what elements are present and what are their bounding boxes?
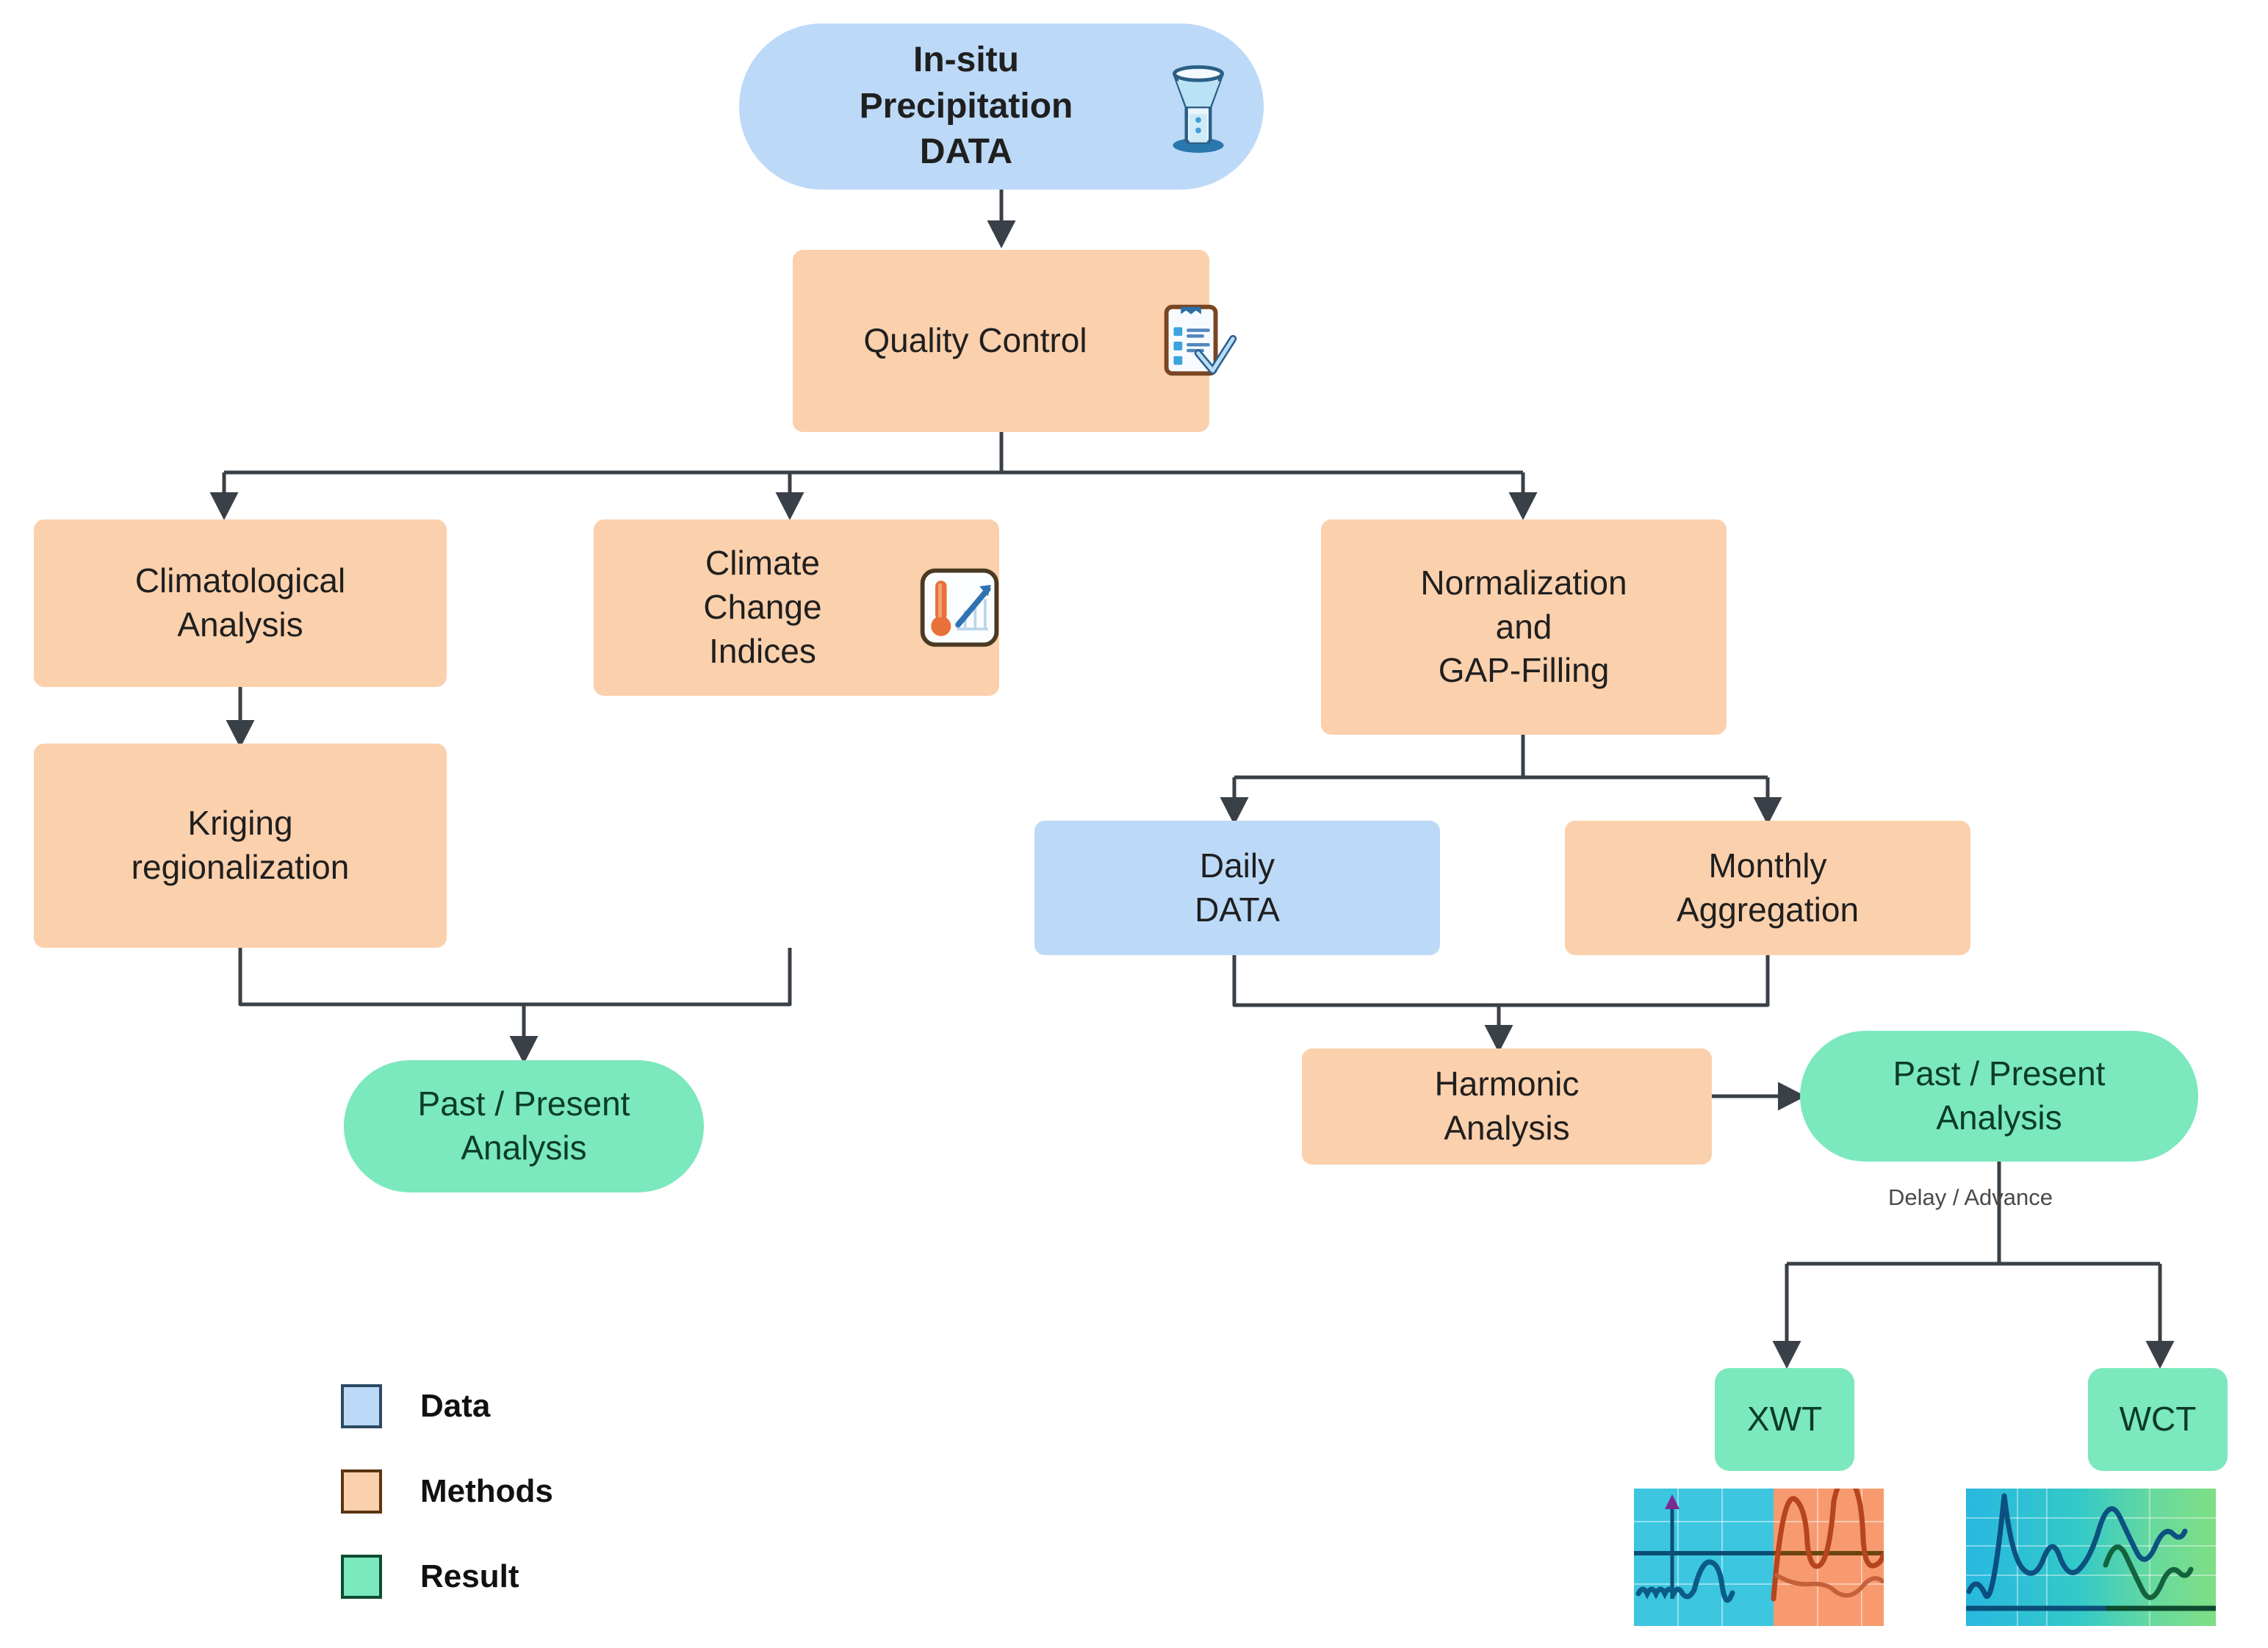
node-harmonic-analysis[interactable]: Harmonic Analysis bbox=[1302, 1048, 1712, 1165]
legend-label-methods: Methods bbox=[420, 1473, 553, 1509]
node-monthly-aggregation[interactable]: Monthly Aggregation bbox=[1565, 821, 1970, 955]
edge-label-delay-advance: Delay / Advance bbox=[1888, 1184, 2053, 1210]
legend-swatch-data bbox=[341, 1384, 382, 1428]
legend-item-methods: Methods bbox=[341, 1469, 553, 1514]
legend: Data Methods Result bbox=[341, 1384, 553, 1599]
node-xwt[interactable]: XWT bbox=[1715, 1368, 1854, 1471]
legend-swatch-result bbox=[341, 1555, 382, 1599]
node-label: Harmonic Analysis bbox=[1434, 1065, 1580, 1147]
node-past-present-analysis-right[interactable]: Past / Present Analysis bbox=[1800, 1031, 2198, 1162]
node-label: Climate Change Indices bbox=[703, 544, 822, 670]
node-label: XWT bbox=[1746, 1400, 1823, 1439]
node-insitu-precipitation-data[interactable]: In-situ Precipitation DATA bbox=[739, 24, 1264, 190]
rain-gauge-icon bbox=[1151, 60, 1246, 156]
wct-wavelet-plot bbox=[1966, 1489, 2216, 1626]
node-label: Normalization and GAP-Filling bbox=[1420, 563, 1627, 690]
node-normalization-gap-filling[interactable]: Normalization and GAP-Filling bbox=[1321, 519, 1727, 735]
legend-item-data: Data bbox=[341, 1384, 553, 1428]
node-label: Daily DATA bbox=[1195, 846, 1280, 929]
node-label: In-situ Precipitation DATA bbox=[859, 40, 1073, 172]
node-past-present-analysis-left[interactable]: Past / Present Analysis bbox=[344, 1060, 704, 1192]
node-label: Kriging regionalization bbox=[131, 804, 350, 886]
node-label: Past / Present Analysis bbox=[1893, 1054, 2106, 1137]
legend-label-data: Data bbox=[420, 1388, 491, 1424]
node-daily-data[interactable]: Daily DATA bbox=[1034, 821, 1440, 955]
node-label: WCT bbox=[2119, 1400, 2197, 1439]
node-label: Monthly Aggregation bbox=[1676, 846, 1860, 929]
node-label: Quality Control bbox=[863, 321, 1087, 360]
legend-label-result: Result bbox=[420, 1558, 519, 1594]
node-climate-change-indices[interactable]: Climate Change Indices bbox=[594, 519, 999, 696]
xwt-wavelet-plot bbox=[1634, 1489, 1884, 1626]
node-climatological-analysis[interactable]: Climatological Analysis bbox=[34, 519, 447, 687]
legend-item-result: Result bbox=[341, 1555, 553, 1599]
clipboard-check-icon bbox=[1149, 295, 1242, 388]
node-kriging-regionalization[interactable]: Kriging regionalization bbox=[34, 744, 447, 948]
node-label: Past / Present Analysis bbox=[417, 1084, 630, 1167]
node-label: Climatological Analysis bbox=[134, 561, 346, 644]
node-wct[interactable]: WCT bbox=[2088, 1368, 2228, 1471]
legend-swatch-methods bbox=[341, 1469, 382, 1514]
node-quality-control[interactable]: Quality Control bbox=[793, 250, 1237, 432]
thermometer-chart-icon bbox=[914, 562, 1005, 653]
